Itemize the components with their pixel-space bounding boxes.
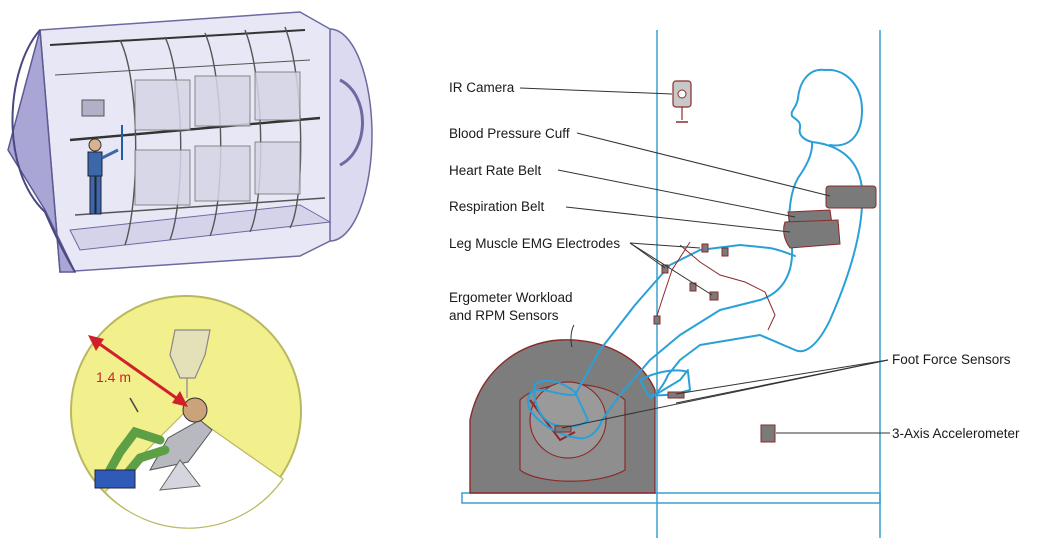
leader-lines (519, 87, 890, 434)
foot-force-sensor-front (554, 425, 572, 433)
emg-cabling (654, 241, 691, 323)
label-accelerometer: 3-Axis Accelerometer (892, 426, 1020, 441)
hatch-ring (339, 78, 364, 167)
label-ir-camera: IR Camera (449, 80, 515, 95)
ergometer-flywheel (529, 381, 607, 459)
distance-arrow (93, 338, 183, 404)
ir-camera-device (672, 80, 692, 123)
blood-pressure-cuff-sensor (825, 185, 877, 209)
module-front-rim (11, 29, 76, 273)
astronaut-figure (81, 99, 123, 215)
ergometer-diagram: IR Camera Blood Pressure Cuff Heart Rate… (449, 30, 1020, 538)
base-platform (461, 492, 881, 504)
display-frame (169, 329, 211, 379)
emg-electrode (721, 247, 729, 257)
clearance-circle-illustration: 1.4 m (70, 295, 302, 529)
emg-electrode (701, 243, 709, 253)
label-respiration-belt: Respiration Belt (449, 199, 545, 214)
foot-force-sensor-back (667, 391, 685, 399)
module-floor (69, 204, 332, 251)
label-heart-rate-belt: Heart Rate Belt (449, 163, 542, 178)
floor-rail (74, 197, 326, 216)
habitat-module-illustration (7, 11, 373, 273)
storage-racks (134, 71, 301, 206)
emg-electrode (653, 315, 661, 325)
white-wedge (104, 410, 284, 529)
side-handle (129, 397, 139, 413)
label-ergometer-line2: and RPM Sensors (449, 308, 559, 323)
respiration-belt-sensor (783, 219, 841, 249)
center-beam (69, 116, 321, 142)
seated-crew-figure (94, 397, 213, 491)
emg-electrode (709, 291, 719, 301)
label-blood-pressure-cuff: Blood Pressure Cuff (449, 126, 570, 141)
distance-arrowhead-start (88, 335, 104, 351)
distance-arrowhead-end (172, 391, 188, 407)
module-ribs (119, 26, 302, 246)
label-foot-force: Foot Force Sensors (892, 352, 1011, 367)
distance-label: 1.4 m (96, 369, 131, 385)
ceiling-rail (49, 29, 306, 46)
label-leg-emg: Leg Muscle EMG Electrodes (449, 236, 620, 251)
accelerometer-sensor (760, 424, 776, 443)
label-ergometer-line1: Ergometer Workload (449, 290, 573, 305)
subject-outline (527, 68, 864, 440)
emg-cabling (679, 244, 776, 331)
ceiling-rail (54, 59, 311, 76)
